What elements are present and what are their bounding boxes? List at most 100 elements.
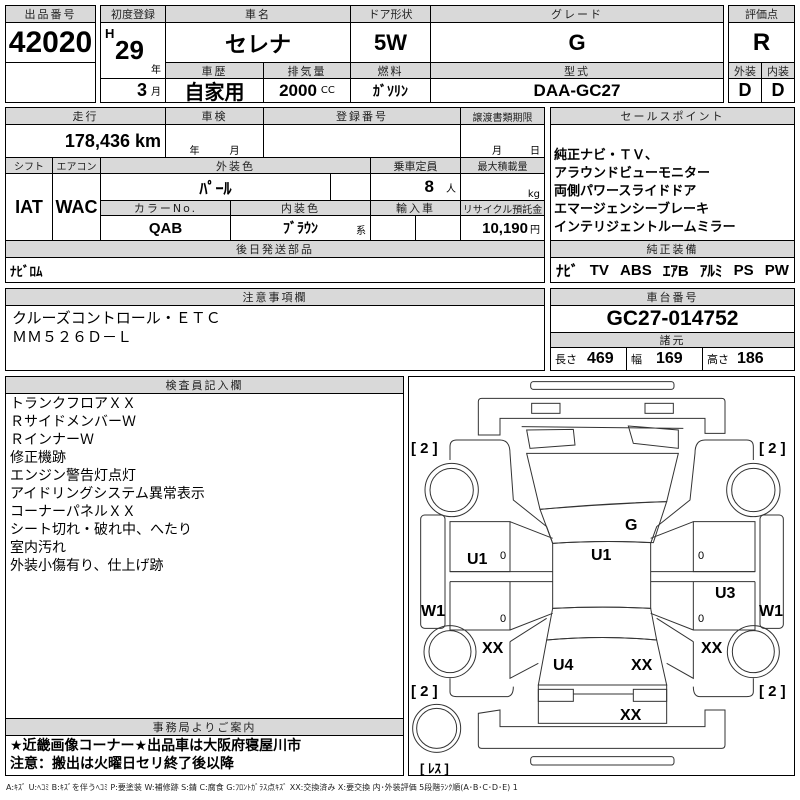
ext-color-extra <box>330 173 371 201</box>
tire-rear-right: [ 2 ] <box>759 683 786 700</box>
right-rear-door <box>650 571 756 631</box>
left-sill <box>420 514 446 629</box>
history-label: 車歴 <box>165 62 264 79</box>
inspector-line: アイドリングシステム異常表示 <box>10 486 205 502</box>
reg-era: H <box>105 26 115 41</box>
later-parts-value: ﾅﾋﾞﾛﾑ <box>5 257 545 283</box>
reg-month-unit: 月 <box>151 87 161 98</box>
later-parts-label: 後日発送部品 <box>5 240 545 258</box>
notes-label: 注意事項欄 <box>5 288 545 306</box>
sales-line: 純正ナビ・ＴＶ、 <box>554 148 659 163</box>
inspection-label: 車検 <box>165 107 264 125</box>
spec-length: 長さ 469 <box>550 347 627 371</box>
ac-label: エアコン <box>52 157 101 174</box>
reg-label: 初度登録 <box>100 5 166 23</box>
spec-width-label: 幅 <box>631 353 642 366</box>
chassis-label: 車台番号 <box>550 288 795 306</box>
tire-rear-left: [ 2 ] <box>411 683 438 700</box>
recycle-label: リサイクル預託金 <box>460 200 545 216</box>
hood <box>526 452 679 510</box>
equipment-item: ｱﾙﾐ <box>699 262 723 280</box>
ext-color-value: ﾊﾟｰﾙ <box>100 173 331 201</box>
transfer-label: 譲渡書類期限 <box>460 107 545 125</box>
inspector-line: エンジン警告灯点灯 <box>10 468 136 484</box>
wheels <box>412 462 781 753</box>
inspector-line: コーナーパネルＸＸ <box>10 504 136 520</box>
spec-length-value: 469 <box>587 350 614 367</box>
displacement-label: 排気量 <box>263 62 351 79</box>
import-value-1 <box>370 215 416 241</box>
right-sill <box>759 514 784 629</box>
displacement-unit: CC <box>320 85 335 96</box>
inspection-cell: 年 月 <box>165 124 264 158</box>
lot-blank <box>5 62 96 103</box>
int-color-cell: ﾌﾞﾗｳﾝ 系 <box>230 215 371 241</box>
tire-spare: [ ﾚｽ ] <box>420 761 449 776</box>
car-diagram <box>412 381 784 766</box>
max-load-label: 最大積載量 <box>460 157 545 174</box>
ext-score: D <box>728 78 762 103</box>
score-label: 評価点 <box>728 5 795 23</box>
recycle-value: 10,190 <box>482 219 528 237</box>
mileage-label: 走行 <box>5 107 166 125</box>
displacement-cell: 2000 CC <box>263 78 351 103</box>
reg-year-cell: H 29 年 <box>100 22 166 79</box>
car-name: セレナ <box>165 22 351 63</box>
mark-left-sill: W1 <box>421 603 445 620</box>
mark-rear-panel: XX <box>620 707 642 724</box>
rear-bar <box>530 756 675 766</box>
plate-value <box>263 124 461 158</box>
equipment-label: 純正装備 <box>550 240 795 258</box>
taillight-left <box>537 688 574 702</box>
import-value-2 <box>415 215 461 241</box>
color-no-value: QAB <box>100 215 231 241</box>
fuel-value: ｶﾞｿﾘﾝ <box>350 78 431 103</box>
inspector-line: 室内汚れ <box>10 540 66 556</box>
tire-front-left: [ 2 ] <box>411 440 438 457</box>
capacity-unit: 人 <box>446 183 456 195</box>
plate-label: 登録番号 <box>263 107 461 125</box>
equipment-list: ﾅﾋﾞ TV ABS ｴｱB ｱﾙﾐ PS PW <box>550 257 795 283</box>
notes-line: ＭＭ５２６Ｄ－Ｌ <box>12 328 133 346</box>
history-value: 自家用 <box>165 78 264 103</box>
windshield <box>539 501 668 544</box>
capacity-cell: 8 人 <box>370 173 461 201</box>
doors-value: 5W <box>350 22 431 63</box>
inspector-line: 修正機跡 <box>10 450 66 466</box>
recycle-unit: 円 <box>530 224 540 236</box>
recycle-cell: 10,190 円 <box>460 215 545 241</box>
int-color-label: 内装色 <box>230 200 371 216</box>
ext-score-label: 外装 <box>728 62 762 79</box>
inspector-line: ＲサイドメンバーＷ <box>10 414 136 430</box>
mileage-cell: 178,436 km <box>5 124 166 158</box>
mark-left-front-door: U1 <box>467 551 488 568</box>
mark-left-front-handle: 0 <box>500 550 507 562</box>
mark-windshield: G <box>625 517 638 534</box>
int-color-value: ﾌﾞﾗｳﾝ <box>283 220 318 236</box>
import-label: 輸入車 <box>370 200 461 216</box>
sales-line: エマージェンシーブレーキ <box>554 202 709 217</box>
ac-value: WAC <box>52 173 101 241</box>
capacity-value: 8 <box>424 177 434 196</box>
right-quarter <box>656 617 754 698</box>
front-bumper <box>477 397 726 436</box>
mark-right-sill: W1 <box>759 603 783 620</box>
rear-bumper <box>477 709 726 749</box>
grade-label: グレード <box>430 5 724 23</box>
mark-right-rear-door: U3 <box>715 585 736 602</box>
spec-height-value: 186 <box>737 350 764 367</box>
lot-number: 42020 <box>5 22 96 63</box>
mark-left-quarter: XX <box>482 640 504 657</box>
sales-line: アラウンドビューモニター <box>554 166 711 181</box>
chassis-number: GC27-014752 <box>550 305 795 333</box>
equipment-item: PW <box>764 261 789 279</box>
left-quarter <box>449 617 547 698</box>
rear-window <box>546 606 658 641</box>
mark-left-rear-handle: 0 <box>500 613 507 625</box>
equipment-item: ｴｱB <box>662 262 689 280</box>
headlight-right <box>644 402 674 414</box>
trunk <box>537 637 668 686</box>
equipment-item: ﾅﾋﾞ <box>556 262 579 280</box>
legend: A:ｷｽﾞ U:ﾍｺﾐ B:ｷｽﾞを伴うﾍｺﾐ P:要塗装 W:補修跡 S:錆 … <box>6 783 518 792</box>
mark-roof: U1 <box>591 547 612 564</box>
